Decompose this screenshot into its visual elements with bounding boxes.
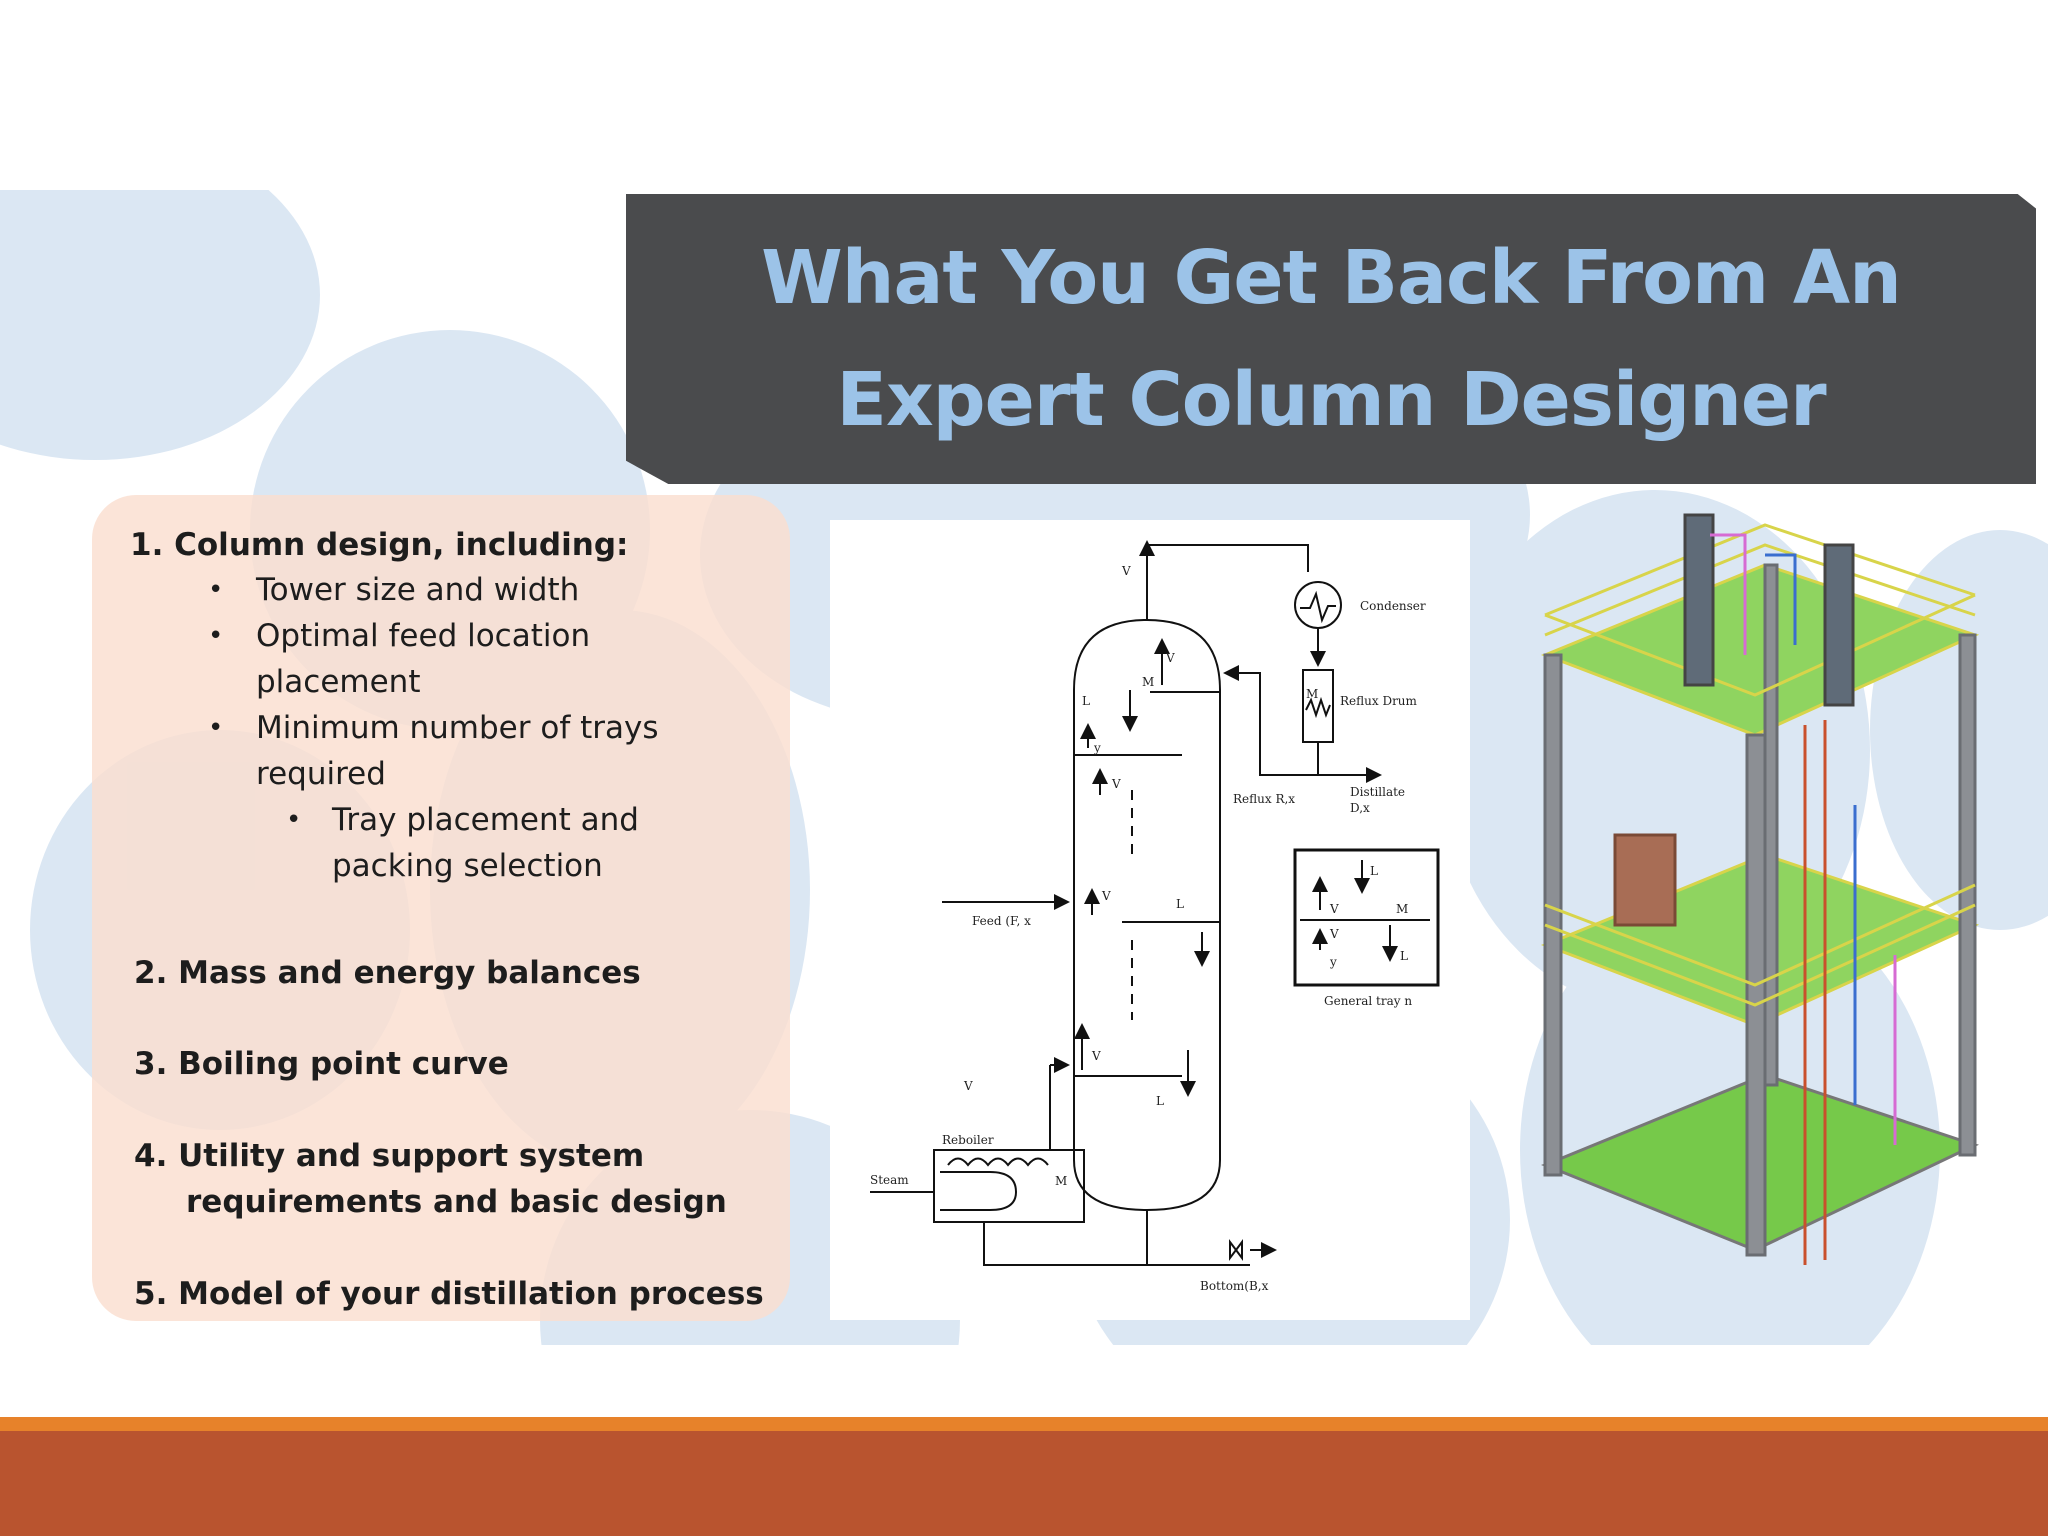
list-item-2: 2. Mass and energy balances — [134, 955, 641, 991]
slide-title: What You Get Back From An Expert Column … — [761, 217, 1902, 461]
slide-title-line2: Expert Column Designer — [836, 357, 1826, 443]
list-subitem-min-trays-l1: Minimum number of trays — [256, 710, 659, 746]
list-item-4-l2: requirements and basic design — [186, 1184, 727, 1220]
bullet: • — [208, 621, 224, 651]
bullet: • — [208, 575, 224, 605]
list-subitem-feed-location-l1: Optimal feed location — [256, 618, 591, 654]
label-v1y2: V — [1165, 651, 1175, 665]
footer-accent-line — [0, 1417, 2048, 1431]
label-vbyb-inlet: V — [963, 1079, 973, 1093]
label-vfyf: V — [1101, 889, 1111, 903]
label-bottom: Bottom(B,x — [1200, 1279, 1269, 1293]
label-lfxf: L — [1176, 897, 1184, 911]
label-m1: M — [1306, 687, 1318, 701]
list-subitem-tray-placement-l2: packing selection — [332, 848, 603, 884]
label-vn: V — [1329, 927, 1339, 941]
label-condenser: Condenser — [1360, 599, 1426, 613]
slide-title-line1: What You Get Back From An — [761, 235, 1902, 321]
label-reflux: Reflux R,x — [1233, 792, 1295, 806]
title-banner: What You Get Back From An Expert Column … — [626, 194, 2036, 484]
footer-bar — [0, 1431, 2048, 1536]
label-yn1: y — [1329, 955, 1337, 969]
list-subitem-tray-placement-l1: Tray placement and — [332, 802, 639, 838]
label-l2x2: L — [1082, 694, 1090, 708]
label-distillate: Distillate — [1350, 785, 1405, 799]
label-ln: L — [1370, 864, 1378, 878]
label-l11x11: L — [1156, 1094, 1164, 1108]
label-feed: Feed (F, x — [972, 914, 1031, 928]
distillation-unit-3d-model — [1540, 513, 1980, 1265]
list-item-3: 3. Boiling point curve — [134, 1046, 509, 1082]
deliverables-panel: 1. Column design, including: • Tower siz… — [92, 495, 790, 1321]
label-mn: M — [1396, 902, 1408, 916]
label-vt: V — [1121, 564, 1131, 578]
list-item-5: 5. Model of your distillation process — [134, 1276, 764, 1312]
distillation-column-diagram: V Condenser Reflux Drum M M V L y V Refl… — [830, 520, 1470, 1320]
label-reboiler: Reboiler — [942, 1133, 994, 1147]
label-m2: M — [1142, 675, 1154, 689]
label-lnxn: L — [1400, 949, 1408, 963]
label-reflux-drum: Reflux Drum — [1340, 694, 1418, 708]
bullet: • — [208, 713, 224, 743]
label-general-tray: General tray n — [1324, 994, 1412, 1008]
label-y2: y — [1093, 741, 1101, 755]
list-item-1: 1. Column design, including: — [130, 527, 629, 563]
label-vnxn: V — [1329, 902, 1339, 916]
bullet: • — [286, 805, 302, 835]
label-v2: V — [1111, 777, 1121, 791]
list-item-4-l1: 4. Utility and support system — [134, 1138, 645, 1174]
label-vbyb: V — [1091, 1049, 1101, 1063]
list-subitem-tower-size: Tower size and width — [256, 572, 580, 608]
list-subitem-min-trays-l2: required — [256, 756, 386, 792]
label-m11: M — [1055, 1174, 1067, 1188]
label-distillate-dx: D,x — [1350, 801, 1370, 815]
list-subitem-feed-location-l2: placement — [256, 664, 421, 700]
label-steam: Steam — [870, 1173, 909, 1187]
